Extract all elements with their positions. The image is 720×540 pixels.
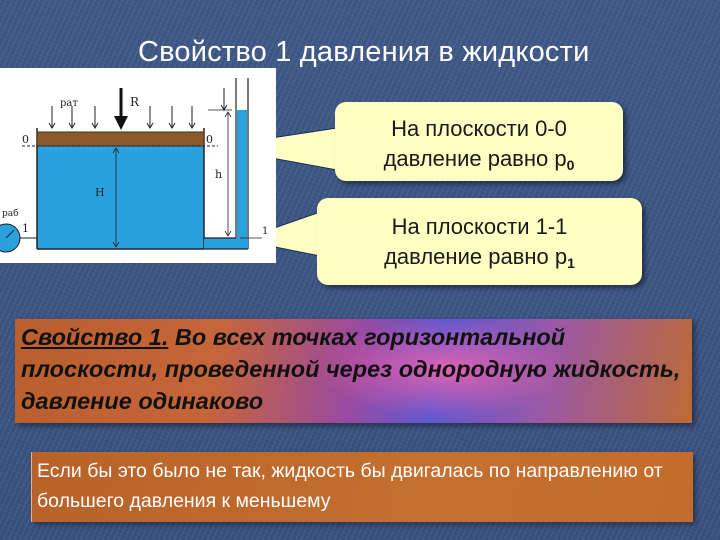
label-p-ab: pаб <box>2 208 19 219</box>
tank-diagram: pат R 0 0 h H pаб 1 1 <box>0 68 276 263</box>
callout-2-text: давление равно p <box>384 244 568 269</box>
pressure-gauge-icon <box>0 223 21 253</box>
callout-1-text: давление равно p <box>383 146 567 171</box>
label-h: h <box>215 168 222 181</box>
tank-water <box>37 146 204 249</box>
callout-1-line2: давление равно p0 <box>335 144 623 180</box>
property-body: Во всех точках горизонтальной плоскости,… <box>21 324 681 414</box>
callout-2-subscript: 1 <box>567 255 575 271</box>
label-H: H <box>95 186 105 199</box>
tank-svg: pат R 0 0 h H pаб 1 1 <box>0 78 268 253</box>
property-prefix: Свойство 1 <box>21 324 162 350</box>
slide-title: Свойство 1 давления в жидкости <box>138 36 590 68</box>
label-zero-right: 0 <box>206 133 213 146</box>
label-one-right: 1 <box>262 226 268 237</box>
callout-2-line1: На плоскости 1-1 <box>391 214 568 239</box>
force-arrow-icon <box>114 88 128 130</box>
label-one-left: 1 <box>22 222 29 235</box>
callout-plane-0: На плоскости 0-0 давление равно p0 <box>335 102 623 181</box>
label-R: R <box>130 95 140 109</box>
label-p-at: pат <box>60 98 78 109</box>
property-statement: Свойство 1. Во всех точках горизонтально… <box>15 319 692 423</box>
callout-2-line2: давление равно p1 <box>317 242 642 278</box>
explanation-note: Если бы это было не так, жидкость бы дви… <box>31 452 693 522</box>
piezometer-water <box>237 110 247 242</box>
property-separator: . <box>161 324 169 350</box>
label-zero-left: 0 <box>22 133 29 146</box>
connecting-pipe <box>204 238 248 249</box>
callout-plane-1: На плоскости 1-1 давление равно p1 <box>317 198 642 285</box>
piston <box>36 131 205 147</box>
callout-1-subscript: 0 <box>566 157 575 173</box>
callout-1-line1: На плоскости 0-0 <box>391 116 567 141</box>
